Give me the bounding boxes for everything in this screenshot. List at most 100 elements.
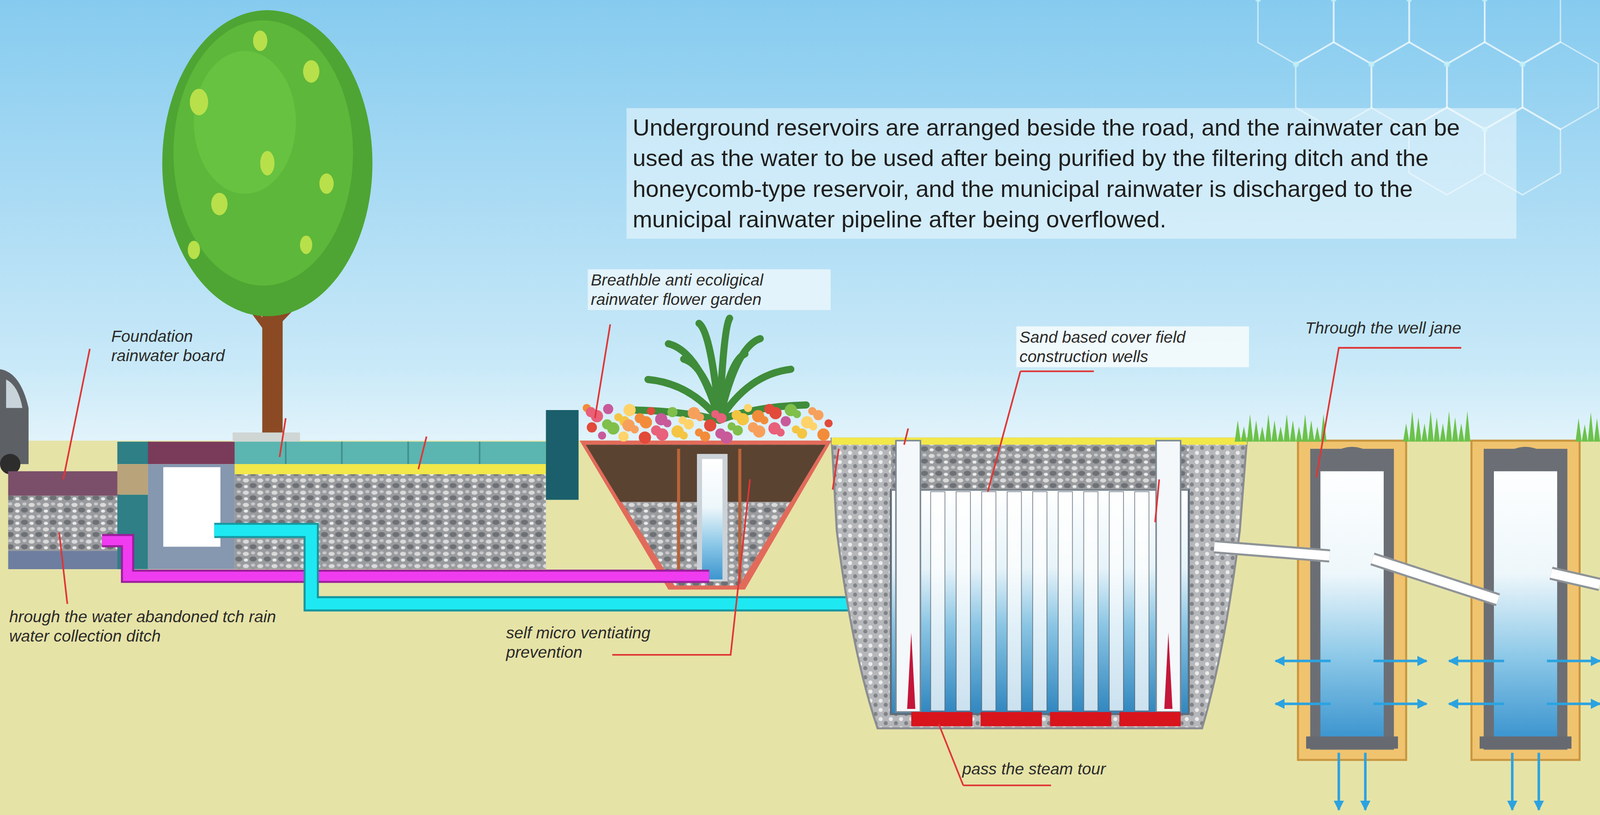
flower-garden-part-part xyxy=(667,406,678,417)
hexagon-decoration-part xyxy=(1522,41,1599,130)
honeycomb-reservoir-part xyxy=(956,491,971,711)
flower-garden-part-part xyxy=(623,404,637,417)
hexagon-decoration-part xyxy=(1292,61,1299,68)
hexagon-decoration-part xyxy=(1484,0,1561,65)
tree xyxy=(162,10,373,441)
pipes-part xyxy=(101,540,709,577)
tree-part xyxy=(303,59,320,83)
pipes-part xyxy=(214,530,856,604)
flower-garden-part-part xyxy=(801,416,814,429)
road-section-part xyxy=(148,441,235,465)
flower-garden-part-part xyxy=(817,428,830,441)
road-section-part xyxy=(117,463,148,495)
overflow-pipes-part xyxy=(1551,573,1600,585)
honeycomb-reservoir-part xyxy=(890,444,1189,490)
flower-garden-part-part xyxy=(651,425,662,436)
seepage-wells-part xyxy=(1449,440,1600,810)
honeycomb-reservoir-part xyxy=(1058,491,1073,711)
grass-part xyxy=(1403,410,1471,442)
road-section-part xyxy=(117,441,150,465)
seepage-wells-part-part xyxy=(1373,702,1427,706)
hexagon-decoration-part xyxy=(1255,0,1261,2)
hexagon-decoration-part xyxy=(1257,0,1334,65)
hexagon-decoration-part xyxy=(1406,0,1413,2)
flower-garden-part-part xyxy=(647,406,656,416)
road-section xyxy=(8,410,579,570)
flower-garden-part-part xyxy=(622,419,636,432)
hexagon-decoration-part xyxy=(1330,0,1337,2)
tree-part xyxy=(260,150,275,176)
flower-garden-part-part xyxy=(715,428,726,439)
road-section-part xyxy=(234,474,547,570)
seepage-wells-part-part xyxy=(1546,659,1600,663)
honeycomb-reservoir-part xyxy=(1050,712,1112,727)
seepage-wells-part-part xyxy=(1306,736,1398,750)
flower-garden-part-part xyxy=(695,428,704,437)
description-note: Underground reservoirs are arranged besi… xyxy=(626,107,1517,239)
seepage-wells-part-part xyxy=(1373,659,1427,663)
seepage-wells-part-part xyxy=(1537,752,1541,810)
flower-garden-part-part xyxy=(752,410,765,423)
flower-garden-part-part xyxy=(654,413,668,426)
tree-part xyxy=(162,10,373,316)
flower-garden-part-part xyxy=(808,406,817,416)
tree-part xyxy=(190,88,209,115)
leader-lines-part xyxy=(1316,347,1462,478)
seepage-wells-part-part xyxy=(1275,702,1331,706)
seepage-wells-part-part xyxy=(1493,463,1558,738)
seepage-wells-part-part xyxy=(1546,702,1600,706)
tree-part xyxy=(299,235,313,255)
honeycomb-reservoir-part xyxy=(895,440,921,712)
honeycomb-reservoir-part xyxy=(907,632,916,709)
tree-part xyxy=(193,51,296,195)
leader-lines-part xyxy=(279,418,1160,523)
honeycomb-reservoir-part xyxy=(930,491,946,711)
honeycomb-reservoir-part xyxy=(1083,491,1099,711)
pipes xyxy=(101,530,856,604)
car-part xyxy=(5,379,23,409)
flower-garden-part xyxy=(701,458,723,580)
callout-label: pass the steam tour xyxy=(959,757,1109,780)
seepage-wells-part xyxy=(1275,440,1427,810)
callout-label: Foundation rainwater board xyxy=(108,325,258,366)
seepage-wells-part-part xyxy=(1314,446,1391,472)
flower-garden-part xyxy=(582,404,833,444)
road-section-part xyxy=(234,463,547,475)
flower-garden-part xyxy=(585,444,826,586)
flower-garden-part-part xyxy=(727,422,736,431)
tree-part xyxy=(211,192,228,216)
flower-garden-part-part xyxy=(711,410,720,419)
overflow-pipes-part xyxy=(1551,573,1600,585)
overflow-pipes-part xyxy=(1214,546,1330,556)
seepage-wells-part-part xyxy=(1449,659,1505,663)
car xyxy=(0,369,29,475)
leader-lines-part xyxy=(594,324,611,418)
honeycomb-reservoir-part xyxy=(1032,491,1047,711)
honeycomb-reservoir-part xyxy=(1119,712,1181,727)
seepage-wells xyxy=(1275,440,1600,810)
pipes-part xyxy=(101,540,709,577)
hexagon-decoration-part xyxy=(1409,0,1486,65)
leader-lines-part xyxy=(63,348,90,480)
honeycomb-reservoir-part xyxy=(981,491,996,711)
seepage-wells-part-part xyxy=(1337,752,1341,810)
flower-garden-part-part xyxy=(784,404,798,417)
grass xyxy=(1234,410,1600,442)
seepage-wells-part-part xyxy=(1449,702,1505,706)
seepage-wells-part-part xyxy=(1275,659,1331,663)
flower-garden-part-part xyxy=(618,431,629,442)
tree-part xyxy=(253,30,268,51)
hexagon-decoration-part xyxy=(1333,0,1410,65)
honeycomb-reservoir-part xyxy=(831,438,1247,729)
honeycomb-reservoir-part xyxy=(911,712,973,727)
flower-garden-part-part xyxy=(780,416,791,427)
honeycomb-reservoir-part xyxy=(890,489,1189,715)
leader-lines xyxy=(59,324,1462,786)
road-section-part xyxy=(163,467,221,547)
flower-garden-part-part xyxy=(638,431,652,444)
seepage-wells-part-part xyxy=(1479,736,1572,750)
seepage-wells-part-part xyxy=(1510,752,1514,810)
tree-part xyxy=(187,240,201,260)
